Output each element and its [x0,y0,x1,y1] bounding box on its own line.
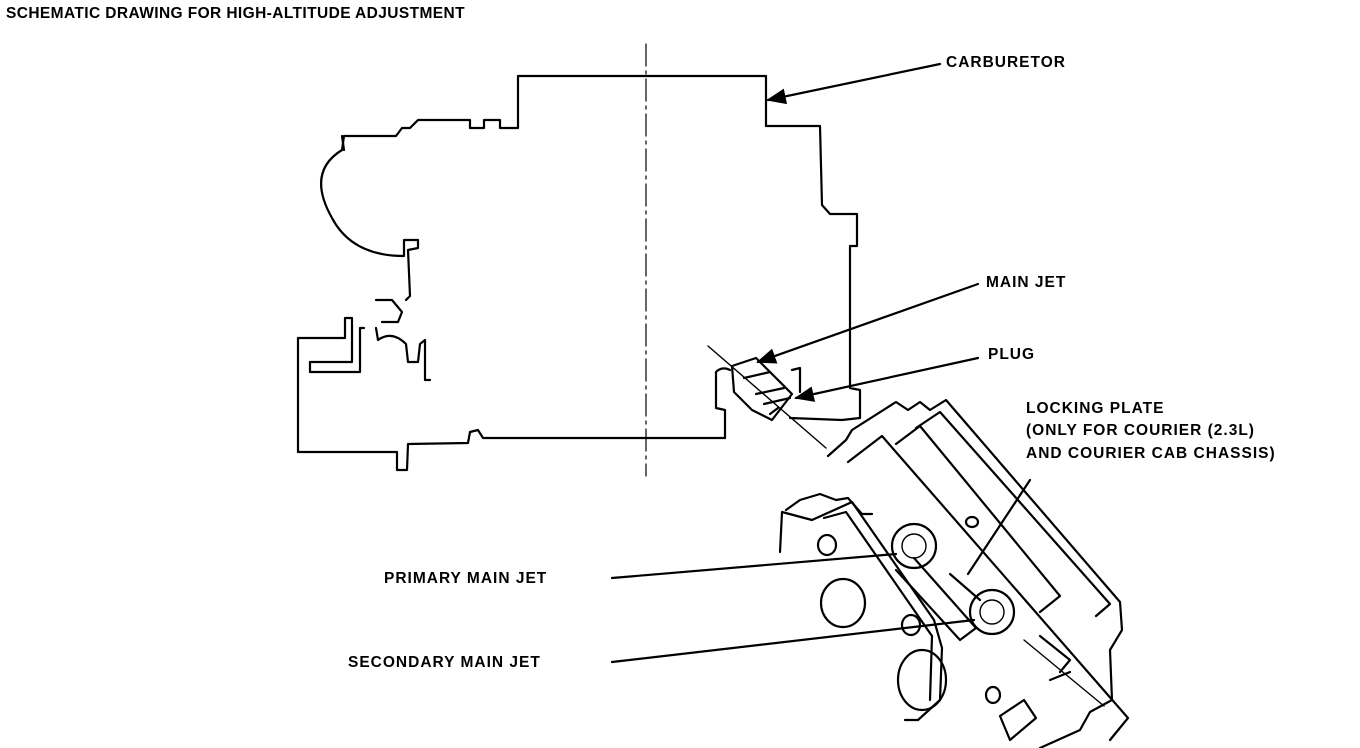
main-jet-label: MAIN JET [986,274,1067,291]
locking-plate-label-line3: AND COURIER CAB CHASSIS) [1026,445,1276,462]
plug-label: PLUG [988,346,1036,363]
plug-leader [794,356,980,402]
locking-plate-leader [966,478,1032,576]
primary-main-jet-leader [610,552,898,580]
secondary-main-jet-leader [610,618,976,664]
secondary-main-jet-label: SECONDARY MAIN JET [348,654,541,671]
carburetor-outline [296,43,862,477]
locking-plate-label-line1: LOCKING PLATE [1026,400,1165,417]
main-jet-assembly [707,345,827,449]
jet-detail-view [778,398,1130,748]
main-jet-leader [756,282,980,364]
leader-lines [610,62,1032,664]
locking-plate-label-line2: (ONLY FOR COURIER (2.3L) [1026,422,1255,439]
carburetor-leader [766,62,942,105]
primary-main-jet-label: PRIMARY MAIN JET [384,570,548,587]
carburetor-label: CARBURETOR [946,54,1066,71]
diagram-title: SCHEMATIC DRAWING FOR HIGH-ALTITUDE ADJU… [6,5,465,22]
